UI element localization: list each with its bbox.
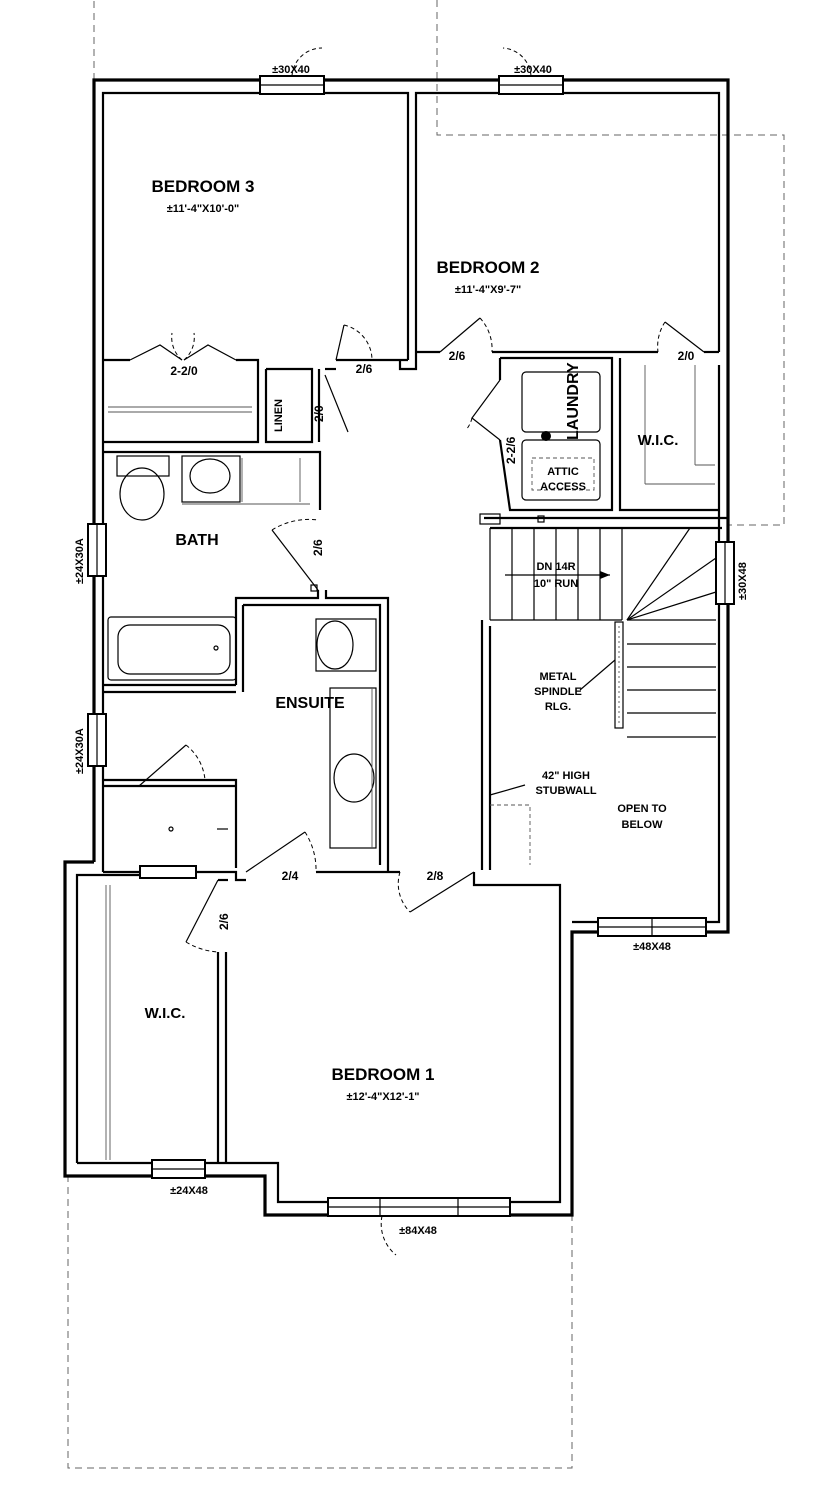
window-ensuite-bottom — [139, 865, 197, 879]
door-label-wic-lower: 2/6 — [217, 913, 231, 930]
note-attic-2: ACCESS — [540, 481, 586, 493]
window-label-top-left: ±30X40 — [272, 64, 310, 76]
note-railing-2: SPINDLE — [534, 686, 582, 698]
attic-marker — [541, 431, 551, 441]
window-label-right-stair: ±30X48 — [737, 562, 749, 600]
note-open-2: BELOW — [622, 819, 664, 831]
note-railing-1: METAL — [539, 671, 576, 683]
room-name-bedroom3: BEDROOM 3 — [152, 177, 255, 196]
note-stair-2: 10" RUN — [534, 578, 578, 590]
room-size-bedroom3: ±11'-4"X10'-0" — [167, 203, 239, 215]
room-name-laundry: LAUNDRY — [565, 362, 582, 440]
window-label-bottom-wic: ±24X48 — [170, 1185, 208, 1197]
door-label-wic-upper: 2/0 — [678, 349, 695, 363]
room-name-bath: BATH — [175, 532, 218, 549]
room-name-bedroom2: BEDROOM 2 — [437, 258, 540, 277]
room-name-ensuite: ENSUITE — [275, 695, 345, 712]
window-label-left-bath: ±24X30A — [74, 538, 86, 584]
room-name-wic-upper: W.I.C. — [638, 432, 679, 449]
windows — [87, 75, 735, 1217]
room-size-bedroom1: ±12'-4"X12'-1" — [346, 1091, 419, 1103]
note-stubwall-1: 42" HIGH — [542, 770, 590, 782]
note-stubwall-2: STUBWALL — [535, 785, 596, 797]
note-stair-1: DN 14R — [536, 561, 575, 573]
door-label-b2: 2/6 — [449, 349, 466, 363]
window-label-left-ensuite: ±24X30A — [74, 728, 86, 774]
doors — [129, 47, 705, 1256]
labels: BEDROOM 3 ±11'-4"X10'-0" BEDROOM 2 ±11'-… — [74, 64, 749, 1237]
door-label-b3: 2/6 — [356, 362, 373, 376]
door-label-bath: 2/6 — [311, 539, 325, 556]
door-label-bed1: 2/8 — [427, 869, 444, 883]
window-label-top-right: ±30X40 — [514, 64, 552, 76]
room-name-linen: LINEN — [273, 399, 285, 432]
room-size-bedroom2: ±11'-4"X9'-7" — [455, 284, 521, 296]
room-name-wic-lower: W.I.C. — [145, 1005, 186, 1022]
door-label-linen: 2/0 — [312, 405, 326, 422]
door-label-closet-b3: 2-2/0 — [170, 364, 198, 378]
note-attic-1: ATTIC — [547, 466, 579, 478]
window-label-bottom-bed1: ±84X48 — [399, 1225, 437, 1237]
door-label-ensuite: 2/4 — [282, 869, 299, 883]
dashed-outlines — [67, 0, 785, 1469]
window-label-right-lower: ±48X48 — [633, 941, 671, 953]
note-open-1: OPEN TO — [617, 803, 667, 815]
interior-walls — [103, 350, 728, 1163]
room-name-bedroom1: BEDROOM 1 — [332, 1065, 435, 1084]
exterior-walls — [63, 78, 730, 1217]
note-railing-3: RLG. — [545, 701, 571, 713]
door-label-laundry: 2-2/6 — [504, 436, 518, 464]
